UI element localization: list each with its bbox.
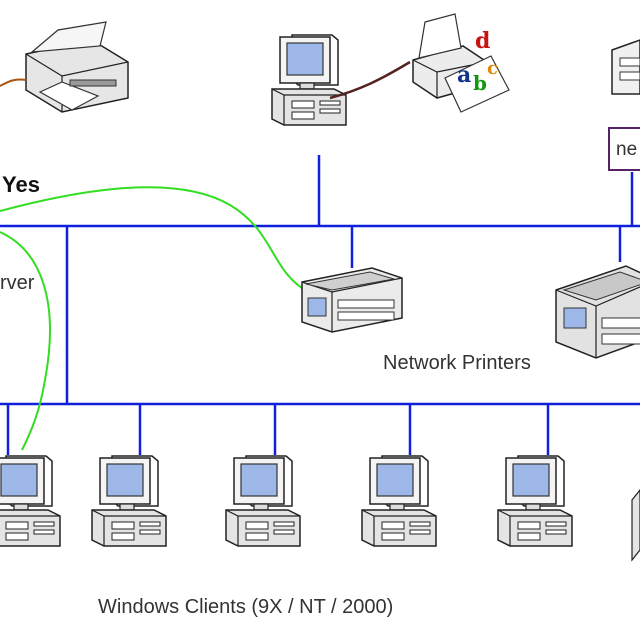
yes-label: Yes (2, 172, 40, 197)
net-label: ne (608, 127, 640, 171)
printer-icon-top: d a b c (412, 13, 510, 113)
server-label: rver (0, 272, 35, 294)
computer-icon-top (271, 34, 347, 126)
computer-icon-client-1 (0, 455, 61, 547)
computer-icon-client-3 (225, 455, 301, 547)
svg-text:b: b (473, 71, 487, 95)
computer-icon-client-2 (91, 455, 167, 547)
link-cable (0, 186, 309, 293)
printer-cable (329, 60, 411, 100)
scanner-icon (611, 39, 640, 95)
network-printers-label: Network Printers (383, 352, 531, 374)
svg-text:d: d (475, 28, 490, 54)
computer-icon-client-6 (631, 489, 640, 562)
windows-clients-label: Windows Clients (9X / NT / 2000) (98, 596, 394, 618)
svg-text:a: a (457, 62, 471, 88)
network-printer-icon-right (555, 265, 640, 359)
svg-text:c: c (487, 58, 498, 79)
network-lines (0, 155, 640, 455)
printer-icon (0, 21, 129, 113)
server-link-cable (0, 231, 51, 451)
network-printer-icon (301, 267, 403, 333)
computer-icon-client-5 (497, 455, 573, 547)
computer-icon-client-4 (361, 455, 437, 547)
